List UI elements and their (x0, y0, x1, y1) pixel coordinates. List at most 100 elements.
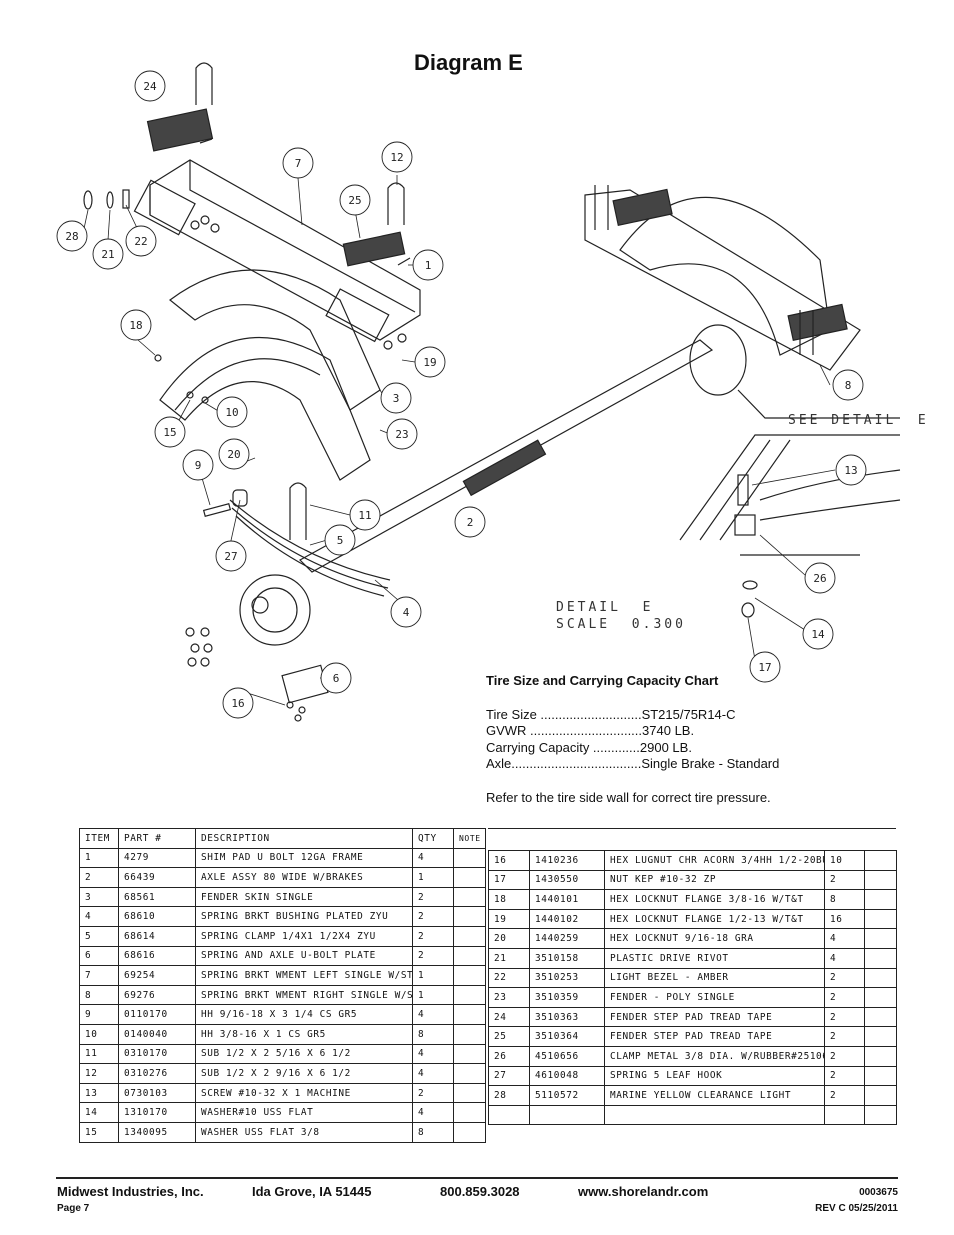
callout-8: 8 (845, 379, 852, 392)
note-cell (453, 886, 486, 908)
part-number-cell: 69276 (118, 984, 196, 1006)
qty-cell: 4 (412, 1004, 454, 1025)
description-cell: SPRING BRKT WMENT RIGHT SINGLE W/STEPS (195, 984, 413, 1006)
step-pad-axle (462, 439, 547, 497)
qty-cell: 2 (824, 1045, 865, 1067)
tire-pressure-note: Refer to the tire side wall for correct … (486, 789, 771, 805)
capacity-value: ST215/75R14-C (641, 706, 736, 722)
callout-13: 13 (844, 464, 857, 477)
note-cell (864, 1065, 897, 1087)
part-number-cell: 3510364 (529, 1026, 605, 1047)
part-number-cell: 68616 (118, 945, 196, 967)
qty-cell: 2 (824, 1085, 865, 1106)
item-cell: 24 (488, 1006, 530, 1028)
fender-skin (169, 269, 381, 411)
part-number-cell: 3510359 (529, 987, 605, 1008)
note-cell (864, 1085, 897, 1106)
callout-15: 15 (163, 426, 176, 439)
exploded-axle-diagram: 24 7 12 25 1 28 21 22 18 19 3 10 15 23 9… (56, 62, 926, 722)
callout-26: 26 (813, 572, 826, 585)
qty-cell: 4 (412, 1102, 454, 1123)
part-number-cell: 66439 (118, 867, 196, 888)
callout-19: 19 (423, 356, 436, 369)
footer-city: Ida Grove, IA 51445 (252, 1184, 372, 1199)
brake-drum (239, 574, 311, 646)
callout-12: 12 (390, 151, 403, 164)
part-number-cell: 4610048 (529, 1065, 605, 1087)
part-number-cell: 68610 (118, 906, 196, 927)
item-cell: 7 (79, 965, 119, 986)
callout-22: 22 (134, 235, 147, 248)
qty-cell: 4 (824, 928, 865, 949)
item-cell: 17 (488, 869, 530, 891)
item-cell: 15 (79, 1121, 119, 1143)
description-cell: HEX LOCKNUT 9/16-18 GRA (604, 928, 825, 949)
qty-cell: 2 (824, 987, 865, 1008)
qty-cell: 1 (412, 965, 454, 986)
note-cell (864, 1104, 897, 1126)
note-cell (864, 967, 897, 989)
description-cell: SHIM PAD U BOLT 12GA FRAME (195, 847, 413, 869)
part-number-cell: 4279 (118, 847, 196, 869)
capacity-chart: Tire Size and Carrying Capacity Chart Ti… (486, 673, 886, 807)
callout-24: 24 (143, 80, 157, 93)
callout-25: 25 (348, 194, 361, 207)
callout-3: 3 (393, 392, 400, 405)
part-number-cell: 1410236 (529, 850, 605, 871)
item-cell: 11 (79, 1043, 119, 1065)
callout-4: 4 (403, 606, 410, 619)
qty-cell (824, 1104, 865, 1126)
note-cell (453, 847, 486, 869)
note-cell (453, 867, 486, 888)
description-cell (604, 1104, 825, 1126)
qty-cell: 2 (824, 967, 865, 989)
description-cell: HEX LOCKNUT FLANGE 1/2-13 W/T&T (604, 908, 825, 930)
part-number-cell: 3510158 (529, 947, 605, 969)
callout-18: 18 (129, 319, 142, 332)
callout-2: 2 (467, 516, 474, 529)
description-cell: LIGHT BEZEL - AMBER (604, 967, 825, 989)
description-cell: HEX LUGNUT CHR ACORN 3/4HH 1/2-20BU (604, 850, 825, 871)
item-cell: 20 (488, 928, 530, 949)
description-cell: CLAMP METAL 3/8 DIA. W/RUBBER#25106 (604, 1045, 825, 1067)
detail-label: DETAIL E (556, 600, 653, 615)
qty-cell: 8 (824, 889, 865, 910)
note-cell (864, 850, 897, 871)
part-number-cell: 3510363 (529, 1006, 605, 1028)
item-cell: 21 (488, 947, 530, 969)
capacity-label: Tire Size ............................ (486, 706, 642, 722)
capacity-label: Axle.................................... (486, 756, 642, 772)
callout-7: 7 (295, 157, 302, 170)
parts-table-right-header-gap (488, 828, 896, 829)
qty-cell: 2 (412, 945, 454, 967)
note-cell (864, 908, 897, 930)
capacity-row-gvwr: GVWR ...............................3740… (486, 723, 886, 740)
description-cell: MARINE YELLOW CLEARANCE LIGHT (604, 1085, 825, 1106)
item-cell: 2 (79, 867, 119, 888)
part-number-cell: 68614 (118, 925, 196, 947)
description-cell: FENDER STEP PAD TREAD TAPE (604, 1026, 825, 1047)
description-cell: HH 3/8-16 X 1 CS GR5 (195, 1023, 413, 1045)
capacity-row-tire: Tire Size ............................ST… (486, 707, 886, 724)
part-number-cell: 0730103 (118, 1082, 196, 1104)
axle-tube (299, 339, 714, 573)
description-cell: SPRING 5 LEAF HOOK (604, 1065, 825, 1087)
qty-cell: 4 (412, 847, 454, 869)
tread-pad-25 (342, 231, 406, 267)
footer-company: Midwest Industries, Inc. (57, 1184, 204, 1199)
qty-cell: 4 (412, 1063, 454, 1084)
note-cell (864, 928, 897, 949)
